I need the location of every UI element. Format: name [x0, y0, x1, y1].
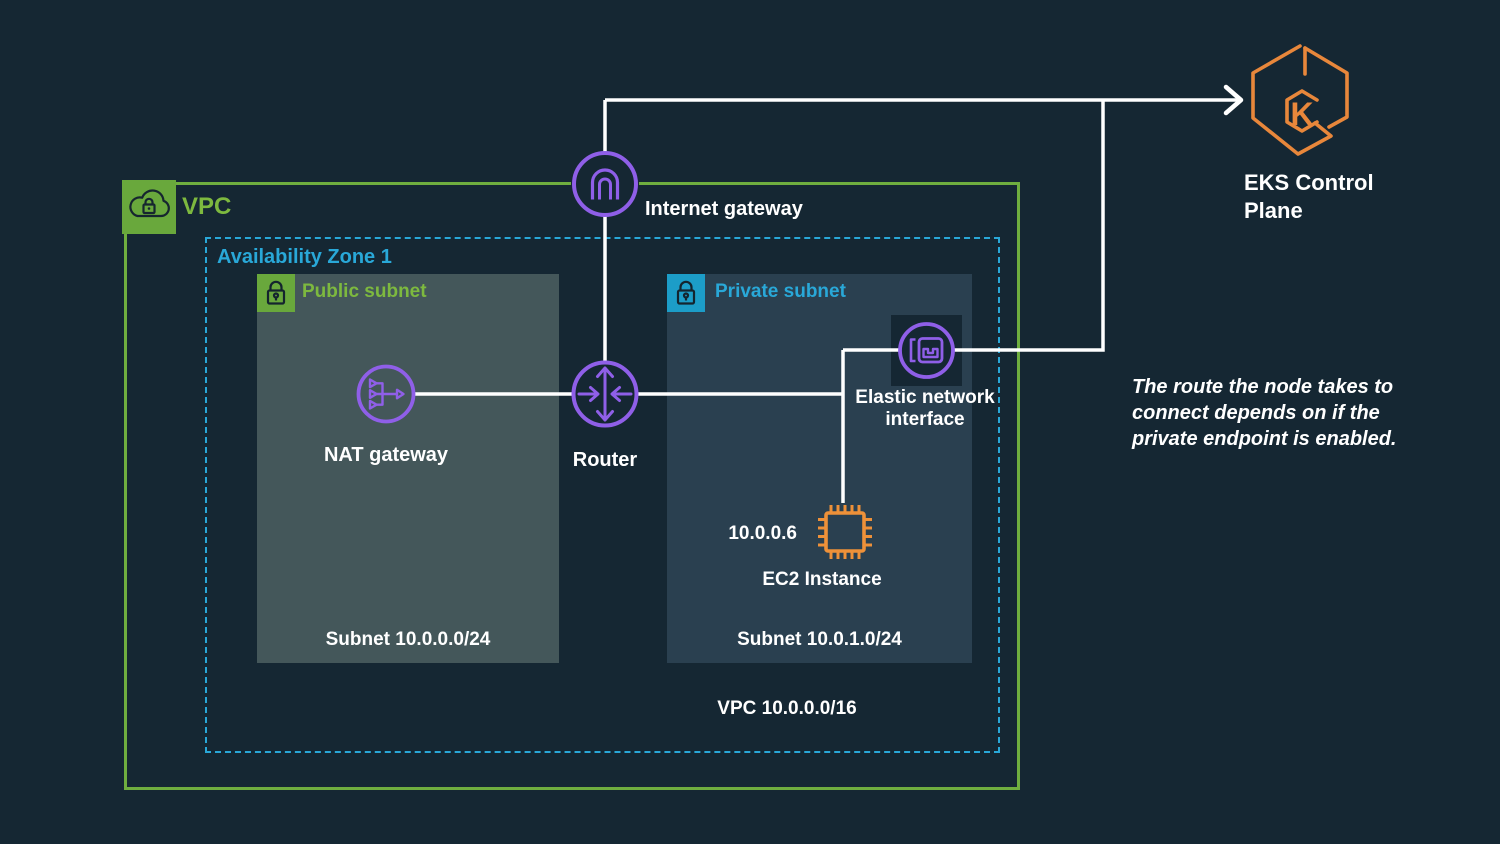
public-subnet-cidr: Subnet 10.0.0.0/24 [325, 629, 491, 650]
private-subnet-cidr: Subnet 10.0.1.0/24 [737, 629, 902, 650]
public-subnet-label: Public subnet [302, 281, 427, 302]
router-label: Router [572, 449, 638, 471]
svg-text:K: K [1290, 96, 1313, 132]
availability-zone-box: Availability Zone 1 Public subnet Subnet… [205, 237, 1000, 753]
ec2-ip-label: 10.0.0.6 [728, 523, 797, 544]
ec2-instance-label: EC2 Instance [762, 569, 882, 590]
route-note-line2: connect depends on if the [1132, 402, 1380, 424]
route-note-line1: The route the node takes to [1132, 376, 1394, 398]
eni-label-line2: interface [885, 408, 965, 430]
vpc-box: VPC Availability Zone 1 Public sub [122, 180, 1020, 790]
public-subnet-box: Public subnet Subnet 10.0.0.0/24 [257, 274, 559, 663]
private-subnet-tag [667, 274, 705, 312]
eni-to-eks-line [843, 100, 1105, 352]
ec2-chip-icon [818, 505, 872, 559]
eni-label-line1: Elastic network [855, 387, 995, 408]
vpc-cloud-lock-icon [129, 189, 170, 218]
route-note-line3: private endpoint is enabled. [1132, 428, 1397, 450]
internet-gateway-icon [572, 151, 638, 217]
lock-icon [266, 280, 286, 305]
internet-gateway-label: Internet gateway [645, 198, 803, 220]
eks-hexagon-icon: K [1251, 44, 1349, 156]
vpc-label: VPC [182, 193, 232, 220]
vpc-tag [122, 180, 176, 234]
nat-gateway-label: NAT gateway [323, 444, 449, 466]
eks-label: EKS Control Plane [1244, 169, 1374, 225]
lock-icon [676, 280, 696, 305]
vpc-cidr-label: VPC 10.0.0.0/16 [717, 698, 857, 719]
private-subnet-label: Private subnet [715, 281, 846, 302]
network-interface-icon [898, 322, 955, 379]
eks-label-line2: Plane [1244, 198, 1303, 223]
public-subnet-tag [257, 274, 295, 312]
router-icon [571, 360, 639, 428]
eks-label-line1: EKS Control [1244, 170, 1374, 195]
eni-label: Elastic network interface [855, 387, 994, 431]
route-note: The route the node takes to connect depe… [1132, 374, 1397, 452]
arrow-to-eks [1223, 84, 1244, 116]
nat-gateway-icon [356, 364, 416, 424]
availability-zone-label: Availability Zone 1 [217, 246, 392, 268]
